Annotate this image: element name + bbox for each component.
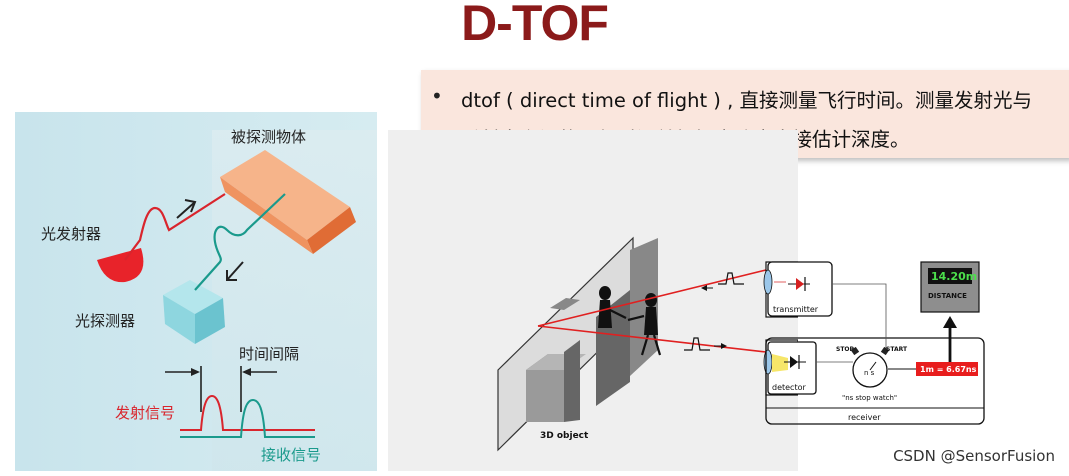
emitter-label: 光发射器	[41, 225, 101, 243]
detector-diode-icon	[784, 355, 806, 369]
start-wire	[832, 283, 887, 348]
conversion-box	[916, 362, 978, 376]
receive-arrow	[226, 261, 244, 281]
instrumentation-svg: transmitter detector receiver n s STOP S…	[763, 261, 985, 425]
outgoing-pulse-glyph	[701, 272, 744, 291]
figure-left	[598, 286, 627, 328]
time-interval-label: 时间间隔	[239, 345, 299, 363]
start-label: START	[886, 346, 908, 353]
conversion-label: 1m = 6.67ns	[920, 365, 977, 374]
transmitter-label: transmitter	[773, 305, 819, 314]
display-screen	[928, 268, 972, 284]
detector-lens	[763, 349, 773, 375]
interval-arrow-right	[242, 368, 277, 376]
bullet-marker: •	[431, 84, 443, 108]
stop-label: STOP	[836, 346, 855, 353]
pillar-side	[564, 340, 580, 422]
pedestal-front	[526, 370, 564, 422]
foreground-panel-edge	[630, 238, 658, 376]
emit-signal-waveform	[180, 394, 315, 431]
page-title: D-TOF	[461, 0, 609, 51]
light-emitter	[97, 248, 144, 283]
emit-arrow	[176, 199, 197, 219]
receive-signal-waveform	[180, 398, 315, 438]
3d-object-label: 3D object	[540, 431, 589, 441]
light-detector	[163, 280, 225, 344]
object-label: 被探测物体	[231, 128, 306, 146]
detector-light-cone	[772, 354, 788, 372]
receiver-label: receiver	[848, 413, 881, 422]
left-diagram: 被探测物体 光发射器 光探测器 时间间隔	[15, 112, 377, 471]
svg-text:n s: n s	[864, 369, 875, 377]
description-line-1: dtof ( direct time of flight ) , 直接测量飞行时…	[461, 89, 1033, 112]
pillar-top	[550, 298, 580, 310]
interval-arrow-left	[165, 368, 200, 376]
reflected-pulse	[194, 193, 286, 291]
return-beam	[537, 325, 767, 353]
display-arrow-head	[943, 316, 957, 328]
distance-label: DISTANCE	[928, 292, 967, 300]
emitted-pulse	[124, 193, 226, 261]
detector-label: detector	[772, 383, 806, 392]
receive-signal-label: 接收信号	[261, 446, 321, 464]
transmitter-diode-icon	[774, 277, 810, 291]
receiver-frame	[765, 337, 985, 425]
outgoing-beam	[537, 269, 767, 327]
stopwatch-label: "ns stop watch"	[842, 394, 897, 402]
emit-signal-label: 发射信号	[115, 404, 175, 422]
left-diagram-svg: 被探测物体 光发射器 光探测器 时间间隔	[15, 112, 377, 471]
stopwatch-icon: n s	[850, 346, 890, 388]
right-diagram-svg: 3D object	[388, 130, 799, 471]
detector-label: 光探测器	[75, 312, 135, 330]
display-value: 14.20m	[931, 270, 977, 283]
figure-right	[627, 293, 662, 356]
watermark: CSDN @SensorFusion	[893, 447, 1055, 465]
transmitter-lens	[763, 269, 773, 295]
right-diagram: 3D object	[388, 130, 799, 471]
return-pulse-glyph	[684, 337, 727, 351]
